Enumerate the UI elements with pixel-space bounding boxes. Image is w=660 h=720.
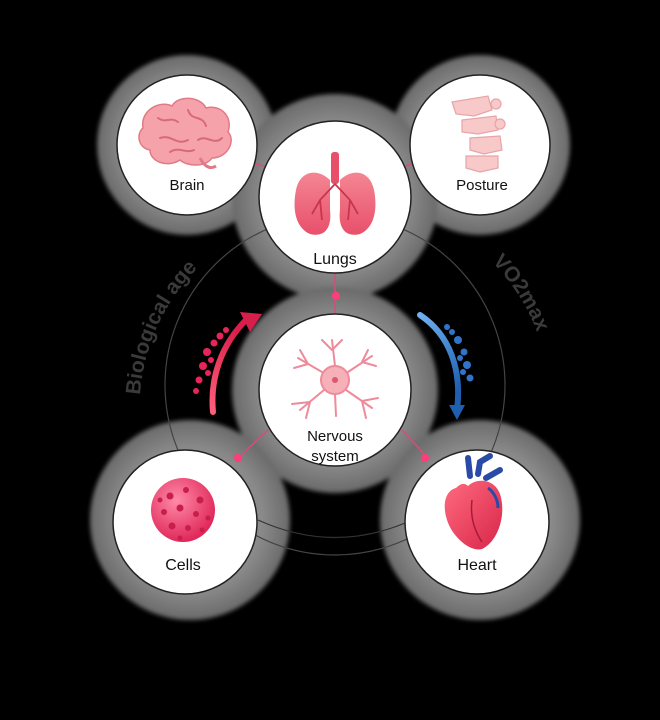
vo2max-arrow	[417, 312, 474, 420]
neuron-icon	[291, 339, 379, 419]
biological-age-arrow	[193, 312, 262, 415]
heart-icon	[444, 453, 503, 550]
spine-icon	[451, 95, 506, 173]
cell-icon	[151, 478, 215, 542]
nervous-system-node: Nervous system	[258, 313, 412, 467]
brain-icon	[138, 97, 232, 170]
posture-label: Posture	[456, 177, 508, 194]
lungs-node: Lungs	[258, 120, 412, 274]
lungs-icon	[294, 152, 376, 235]
brain-node: Brain	[116, 74, 258, 216]
svg-text:VO2max: VO2max	[488, 250, 554, 335]
cells-label: Cells	[165, 557, 201, 574]
heart-label: Heart	[457, 557, 497, 574]
posture-node: Posture	[409, 74, 551, 216]
vo2max-label: VO2max	[488, 250, 554, 335]
connector-dots	[234, 292, 429, 462]
lungs-label: Lungs	[313, 251, 357, 268]
svg-text:Biological age: Biological age	[122, 256, 201, 396]
nervous-label-line2: system	[311, 448, 359, 465]
cells-node: Cells	[112, 449, 258, 595]
brain-label: Brain	[169, 177, 204, 194]
heart-node: Heart	[404, 449, 550, 595]
nervous-label-line1: Nervous	[307, 428, 363, 445]
biological-age-label: Biological age	[122, 256, 201, 396]
bottom-arc	[257, 519, 413, 538]
